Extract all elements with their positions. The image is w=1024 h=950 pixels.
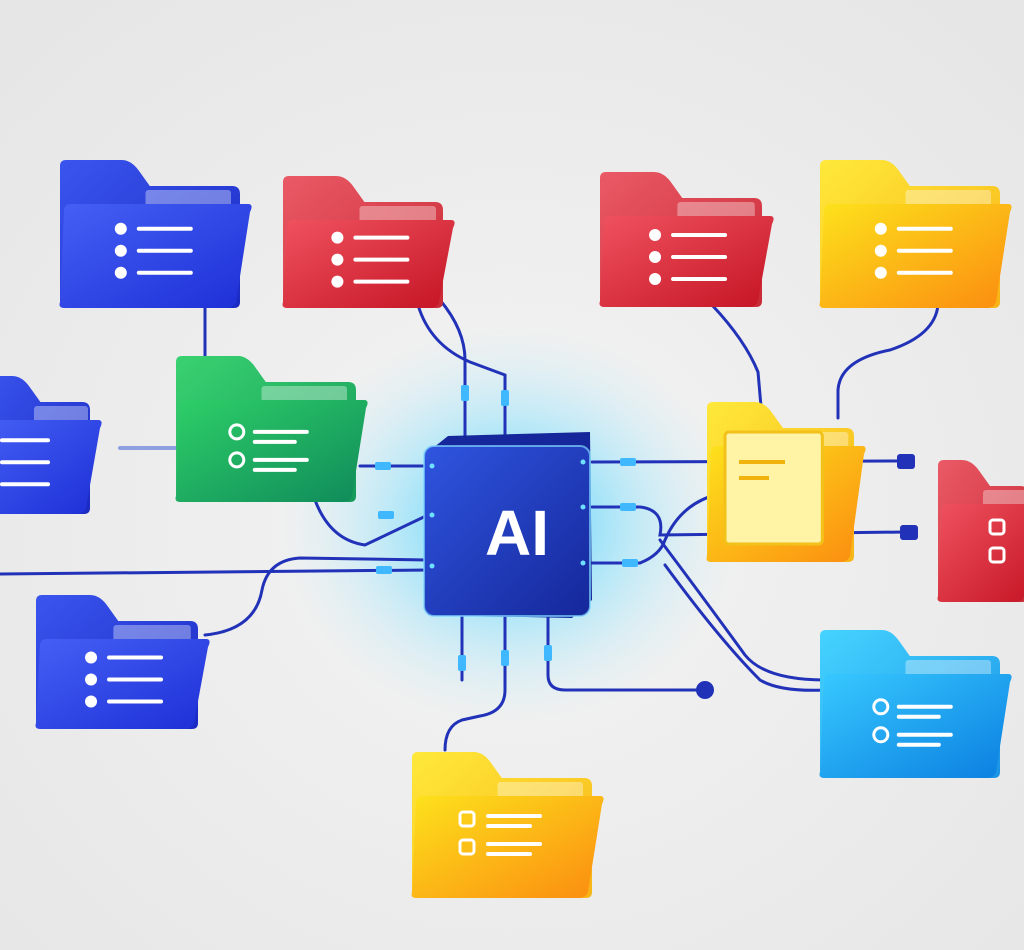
list-icon <box>874 222 953 279</box>
folder-red-top-center[interactable] <box>282 176 455 308</box>
folder-front <box>937 504 1024 602</box>
folder-front <box>819 674 1012 778</box>
list-icon <box>85 651 164 708</box>
folder-front <box>59 204 252 308</box>
wire-red-b <box>438 298 467 442</box>
chip-label: AI <box>485 497 549 569</box>
folder-green-center-left[interactable] <box>175 356 368 502</box>
folder-front <box>35 639 210 729</box>
wire-left-long <box>0 568 430 576</box>
wire-end-dot <box>696 681 714 699</box>
list-icon <box>331 231 410 288</box>
wire-to-cyan-a <box>658 538 827 682</box>
folder-blue-top-left[interactable] <box>59 160 252 308</box>
checkbox-list-icon <box>988 518 1006 564</box>
wire-green-lower <box>313 498 430 547</box>
list-icon <box>228 423 309 472</box>
wire-to-yellow-doc <box>590 493 717 565</box>
ai-chip[interactable]: AI <box>423 432 592 618</box>
folder-red-top-right[interactable] <box>599 172 774 307</box>
chip-pin-dots <box>429 459 586 569</box>
wire-red-right <box>710 303 764 420</box>
wire-nodes <box>696 454 918 699</box>
wire-to-cyan-b <box>663 563 827 692</box>
checkbox-list-icon <box>458 810 542 856</box>
folders <box>0 160 1024 898</box>
folder-front <box>411 796 604 898</box>
folder-red-right-edge[interactable] <box>937 460 1024 602</box>
wire-right-middle <box>590 505 907 537</box>
folder-yellow-center-right[interactable] <box>706 402 866 562</box>
document-icon <box>723 430 824 546</box>
folder-yellow-bottom-center[interactable] <box>411 752 604 898</box>
list-icon <box>114 222 193 279</box>
pin-connectors <box>375 385 638 671</box>
folder-blue-bottom-left[interactable] <box>35 595 210 729</box>
wire-down-right <box>546 610 707 692</box>
chip-rim <box>423 445 591 617</box>
wire-down-to-yellow <box>443 613 507 752</box>
folder-front <box>0 420 102 514</box>
list-icon <box>872 698 953 747</box>
wire-bottom-left <box>203 556 430 637</box>
list-icon <box>0 438 50 487</box>
folder-yellow-top-right[interactable] <box>819 160 1012 308</box>
wire-end-connector <box>900 525 918 540</box>
folder-front <box>282 220 455 308</box>
list-icon <box>649 228 728 285</box>
folder-front <box>175 400 368 502</box>
wire-red-a <box>416 303 507 444</box>
wire-end-connector <box>897 454 915 469</box>
folder-front <box>599 216 774 307</box>
folder-cyan-bottom-right[interactable] <box>819 630 1012 778</box>
wire-yellow-right <box>836 303 940 420</box>
folder-front <box>819 204 1012 308</box>
folder-blue-left-edge[interactable] <box>0 376 102 514</box>
chip-face <box>424 446 590 616</box>
